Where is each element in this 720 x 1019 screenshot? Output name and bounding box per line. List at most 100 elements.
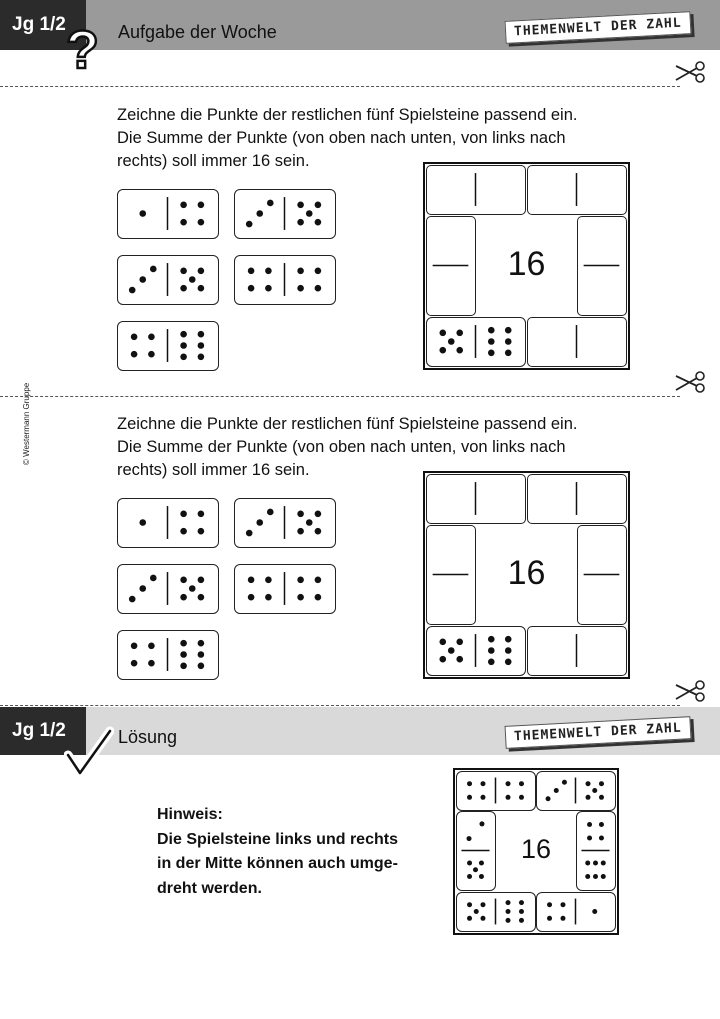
slot-graphic	[474, 482, 477, 515]
domino-pip	[545, 796, 551, 802]
domino-pip	[247, 284, 255, 292]
domino-pip	[518, 917, 524, 923]
domino-pip	[504, 635, 512, 643]
cut-line	[0, 396, 680, 397]
domino-pip	[439, 638, 447, 646]
domino-pip	[297, 267, 304, 275]
scissors-icon	[675, 680, 705, 702]
domino-pip	[467, 860, 473, 866]
domino-pip	[561, 779, 567, 785]
domino-pip	[466, 836, 472, 842]
task-line: Zeichne die Punkte der restlichen fünf S…	[117, 415, 578, 433]
domino-pip	[130, 350, 138, 358]
domino-pip	[297, 284, 304, 292]
domino-graphic	[247, 263, 322, 296]
domino-pip	[197, 330, 205, 338]
slot-graphic	[432, 573, 469, 576]
hint-line: in der Mitte können auch umge-	[157, 855, 398, 872]
domino-graphic	[439, 634, 512, 667]
domino-pip	[518, 900, 524, 906]
domino-pip	[480, 915, 486, 921]
domino-graphic	[547, 898, 598, 925]
domino-graphic	[581, 822, 610, 879]
domino-graphic	[461, 821, 490, 879]
domino-pip	[148, 659, 155, 667]
domino-pip	[487, 349, 495, 357]
cut-line	[0, 86, 680, 87]
domino-pip	[439, 655, 447, 663]
domino-pip	[197, 284, 205, 292]
domino-pip	[314, 510, 322, 518]
domino	[456, 811, 496, 891]
domino-pip	[197, 651, 205, 658]
domino-pip	[447, 338, 455, 345]
empty-slot	[527, 474, 627, 524]
domino	[117, 564, 219, 614]
cut-line	[0, 705, 680, 706]
domino-pip	[467, 902, 473, 908]
domino-pip	[265, 576, 272, 584]
domino-pip	[139, 519, 147, 526]
domino-pip	[197, 527, 205, 535]
domino-pip	[188, 276, 196, 283]
domino-pip	[180, 353, 187, 361]
slot-graphic	[474, 173, 477, 206]
domino-pip	[456, 346, 464, 354]
empty-slot	[426, 216, 476, 316]
domino-pip	[478, 873, 484, 879]
domino-pip	[456, 638, 464, 646]
domino-pip	[505, 794, 511, 800]
domino-graphic	[139, 506, 205, 539]
domino-pip	[130, 333, 138, 341]
domino	[536, 892, 616, 932]
empty-slot	[426, 474, 526, 524]
domino-pip	[487, 338, 495, 345]
scissors-icon	[675, 371, 705, 393]
domino-pip	[297, 218, 304, 226]
domino-pip	[305, 210, 313, 217]
domino-pip	[593, 873, 598, 879]
domino-pip	[130, 659, 138, 667]
domino-pip	[504, 658, 512, 666]
domino-pip	[197, 353, 205, 361]
domino-pip	[297, 201, 304, 209]
domino-pip	[505, 909, 511, 914]
scissors-icon	[675, 61, 705, 83]
domino	[426, 317, 526, 367]
domino-pip	[439, 329, 447, 337]
slot-graphic	[575, 634, 578, 667]
domino-pip	[245, 529, 253, 537]
empty-slot	[426, 525, 476, 625]
domino-pip	[297, 510, 304, 518]
domino-pip	[505, 781, 511, 787]
domino-pip	[473, 867, 478, 873]
domino-pip	[197, 218, 205, 226]
domino-pip	[130, 642, 138, 650]
domino-pip	[314, 593, 322, 601]
domino-pip	[247, 267, 255, 275]
domino	[536, 771, 616, 811]
domino-pip	[197, 267, 205, 275]
domino-pip	[518, 909, 524, 914]
domino	[234, 189, 336, 239]
domino-pip	[139, 585, 147, 592]
domino-pip	[197, 639, 205, 647]
domino-pip	[180, 576, 187, 584]
task-line: Zeichne die Punkte der restlichen fünf S…	[117, 106, 578, 124]
domino-pip	[148, 642, 155, 650]
domino-pip	[180, 527, 187, 535]
domino	[117, 189, 219, 239]
domino-pip	[480, 781, 486, 787]
empty-slot	[527, 165, 627, 215]
hint-line: dreht werden.	[157, 879, 262, 897]
domino-pip	[600, 873, 606, 879]
domino-pip	[560, 915, 566, 921]
domino-pip	[439, 346, 447, 354]
domino-pip	[598, 781, 604, 787]
domino-pip	[504, 338, 512, 345]
domino	[234, 498, 336, 548]
domino	[117, 255, 219, 305]
domino-pip	[467, 781, 473, 787]
domino-pip	[505, 900, 511, 906]
task-header: Jg 1/2 ? Aufgabe der Woche THEMENWELT DE…	[0, 0, 720, 76]
